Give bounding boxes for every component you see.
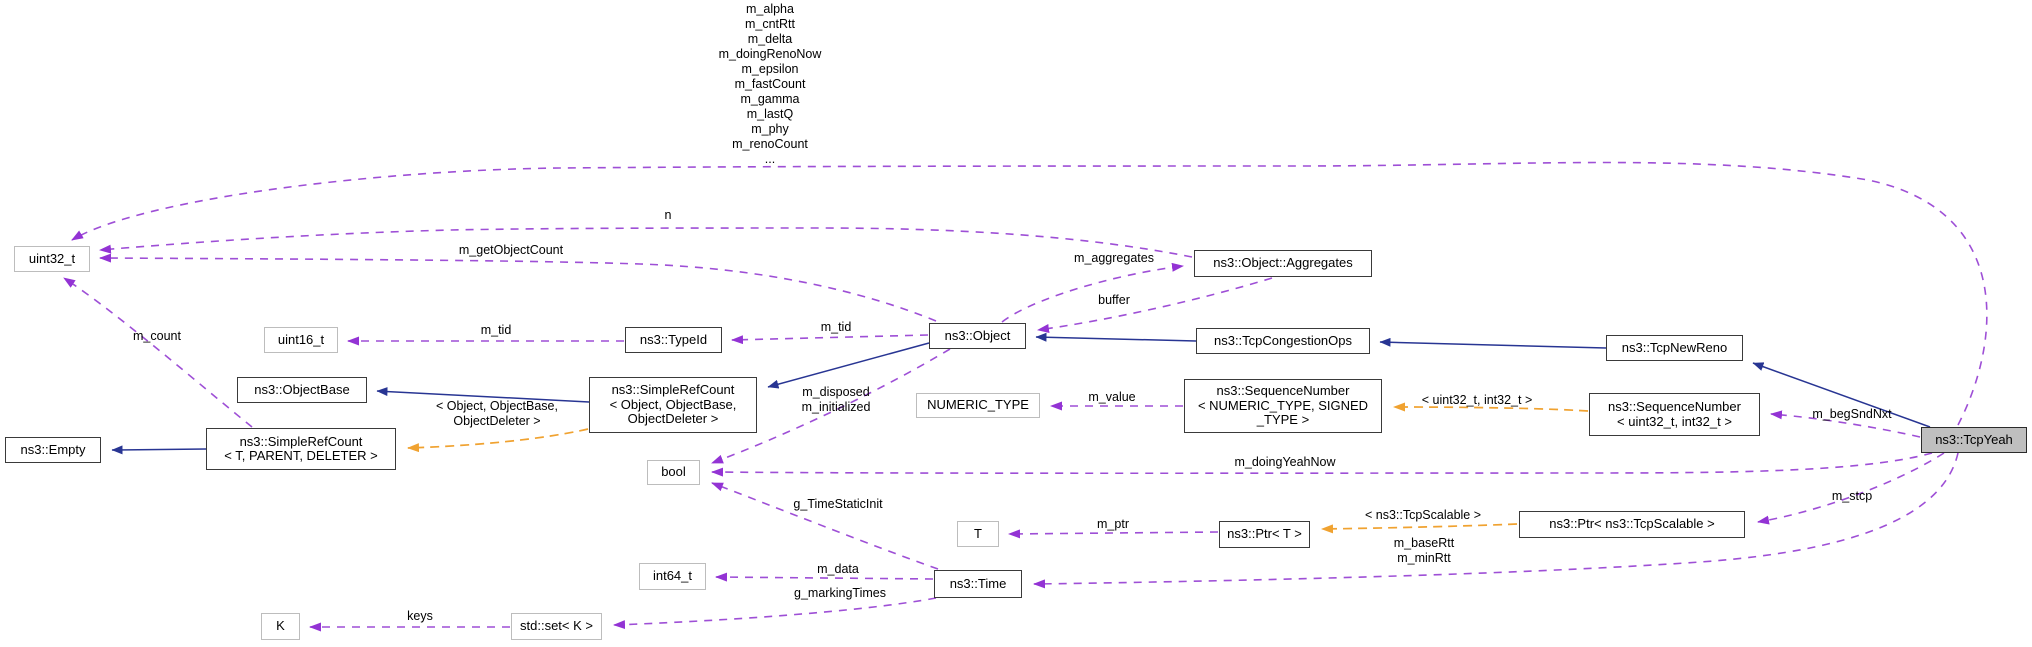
node-ns3-typeid[interactable]: ns3::TypeId — [625, 327, 722, 353]
node-uint16-t: uint16_t — [264, 327, 338, 353]
edge-label-ptr: m_ptr — [1097, 517, 1129, 531]
edge-label-getobjectcount: m_getObjectCount — [458, 243, 564, 257]
node-int64-t: int64_t — [639, 563, 706, 590]
edge-label-n: n — [664, 208, 672, 222]
edge-label-disposed-initialized: m_disposed m_initialized — [801, 385, 871, 414]
edge-usage-object-typeid-tid — [731, 334, 929, 345]
edge-label-value: m_value — [1088, 390, 1136, 404]
node-t: T — [957, 521, 999, 547]
edge-label-stcp: m_stcp — [1831, 489, 1873, 503]
node-ns3-simplerefcount-generic[interactable]: ns3::SimpleRefCount < T, PARENT, DELETER… — [206, 428, 396, 470]
edge-usage-object-aggregates — [1001, 262, 1184, 323]
edge-label-aggregates: m_aggregates — [1074, 251, 1154, 265]
edge-inherit-tcpnewreno-tcpcongestionops — [1379, 337, 1607, 349]
edge-label-timestaticinit: g_TimeStaticInit — [793, 497, 883, 511]
edge-label-template-seqnum: < uint32_t, int32_t > — [1421, 393, 1533, 407]
edge-usage-tcpyeah-ptrtcpscalable-stcp — [1757, 452, 1945, 525]
edge-inherit-srcobject-objectbase — [376, 387, 590, 403]
edge-template-srcobject-srcgeneric — [407, 428, 589, 453]
node-std-set-k: std::set< K > — [511, 613, 602, 640]
edge-usage-ptrt-t-ptr — [1008, 529, 1219, 539]
edge-template-sequint32-seqgeneric — [1393, 402, 1589, 412]
node-ns3-simplerefcount-object[interactable]: ns3::SimpleRefCount < Object, ObjectBase… — [589, 377, 757, 433]
edge-label-count: m_count — [133, 329, 181, 343]
node-uint32-t: uint32_t — [14, 246, 90, 272]
node-ns3-empty[interactable]: ns3::Empty — [5, 437, 101, 463]
node-ns3-ptr-tcpscalable[interactable]: ns3::Ptr< ns3::TcpScalable > — [1519, 511, 1745, 538]
edge-label-tid-left: m_tid — [480, 323, 512, 337]
node-ns3-tcpnewreno[interactable]: ns3::TcpNewReno — [1606, 335, 1743, 361]
edge-usage-aggregates-object-buffer — [1037, 277, 1273, 333]
node-bool: bool — [647, 460, 700, 485]
edge-label-tid-right: m_tid — [820, 320, 852, 334]
edge-label-template-src: < Object, ObjectBase, ObjectDeleter > — [436, 399, 558, 428]
node-ns3-tcpcongestionops[interactable]: ns3::TcpCongestionOps — [1196, 328, 1370, 354]
edge-usage-time-bool-timestaticinit — [711, 482, 939, 570]
edge-usage-object-bool-disposed — [711, 348, 951, 464]
edge-inherit-srcgeneric-empty — [111, 445, 207, 455]
edge-label-data: m_data — [817, 562, 859, 576]
node-ns3-tcpyeah: ns3::TcpYeah — [1921, 427, 2027, 453]
edge-usage-tcpyeah-time-basertt — [1033, 452, 1959, 589]
node-ns3-objectbase[interactable]: ns3::ObjectBase — [237, 377, 367, 403]
edge-inherit-tcpcongestionops-object — [1035, 332, 1197, 342]
edge-label-markingtimes: g_markingTimes — [794, 586, 886, 600]
node-ns3-sequencenumber-generic[interactable]: ns3::SequenceNumber < NUMERIC_TYPE, SIGN… — [1184, 379, 1382, 433]
node-ns3-object[interactable]: ns3::Object — [929, 323, 1026, 349]
edge-usage-object-uint32-getobjectcount — [99, 253, 937, 322]
edge-usage-aggregates-uint32-n — [99, 227, 1193, 258]
node-ns3-object-aggregates[interactable]: ns3::Object::Aggregates — [1194, 250, 1372, 277]
node-ns3-sequencenumber-uint32[interactable]: ns3::SequenceNumber < uint32_t, int32_t … — [1589, 393, 1760, 436]
node-k: K — [261, 613, 300, 640]
edge-label-template-ptr: < ns3::TcpScalable > — [1364, 508, 1482, 522]
edge-usage-tcpyeah-bool-doingyeahnow — [711, 452, 1933, 477]
node-numeric-type: NUMERIC_TYPE — [916, 393, 1040, 418]
edge-usage-time-setk-markingtimes — [613, 597, 937, 630]
edge-label-tcpyeah-members: m_alpha m_cntRtt m_delta m_doingRenoNow … — [718, 2, 822, 166]
edge-inherit-object-srcobject — [767, 342, 930, 389]
edge-label-buffer: buffer — [1098, 293, 1130, 307]
edge-label-begsndnxt: m_begSndNxt — [1812, 407, 1892, 421]
node-ns3-time[interactable]: ns3::Time — [934, 570, 1022, 598]
edge-inherit-tcpyeah-tcpnewreno — [1752, 362, 1931, 428]
node-ns3-ptr-t[interactable]: ns3::Ptr< T > — [1219, 521, 1310, 548]
edge-usage-srcgeneric-uint32-count — [63, 277, 253, 428]
edge-label-keys: keys — [407, 609, 433, 623]
edge-usage-time-int64-data — [715, 572, 934, 582]
edge-label-doingyeahnow: m_doingYeahNow — [1234, 455, 1336, 469]
edge-usage-tcpyeah-uint32-members — [71, 161, 1988, 426]
edge-template-ptrscalable-ptrt — [1321, 523, 1518, 534]
edge-label-basertt-minrtt: m_baseRtt m_minRtt — [1393, 536, 1455, 565]
